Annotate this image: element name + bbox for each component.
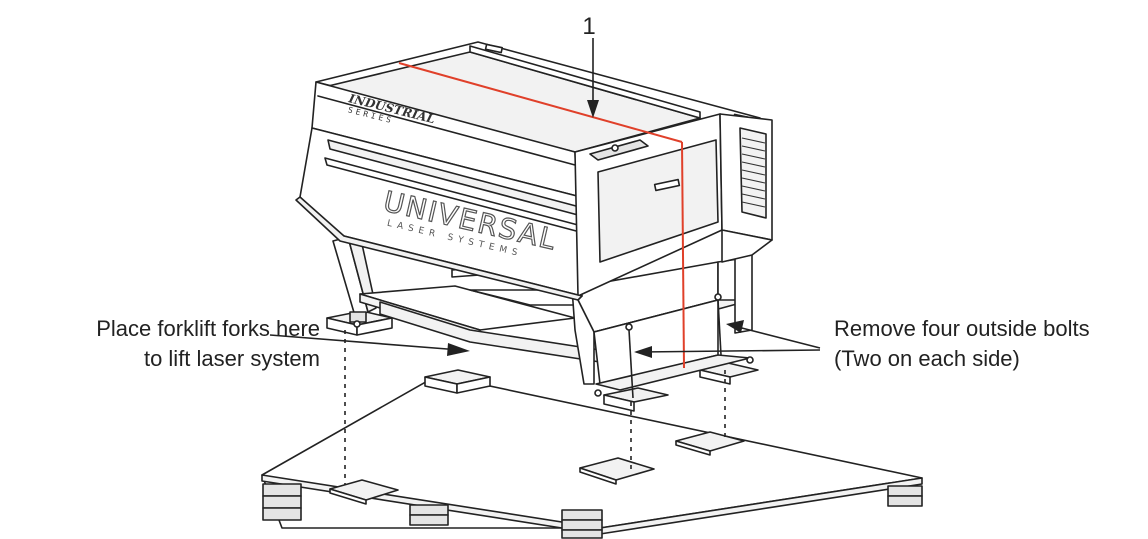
laser-system: INDUSTRIAL SERIES UNIVERSAL LASER SYSTEM…: [295, 41, 773, 399]
bolt-arrows: [634, 320, 821, 358]
forklift-arrow: [269, 334, 470, 356]
bolt-left: [628, 329, 634, 399]
callout-number: 1: [582, 13, 595, 40]
bolts-label-line1: Remove four outside bolts: [834, 316, 1090, 341]
pallet: [261, 374, 923, 539]
forklift-label-line2: to lift laser system: [144, 346, 320, 371]
bolt-right: [717, 299, 722, 356]
forklift-label-line1: Place forklift forks here: [96, 316, 320, 341]
alignment-lines: [344, 330, 726, 485]
callout-red-line: [398, 62, 685, 369]
bolts-label-line2: (Two on each side): [834, 346, 1020, 371]
callout-arrow: [587, 38, 599, 118]
